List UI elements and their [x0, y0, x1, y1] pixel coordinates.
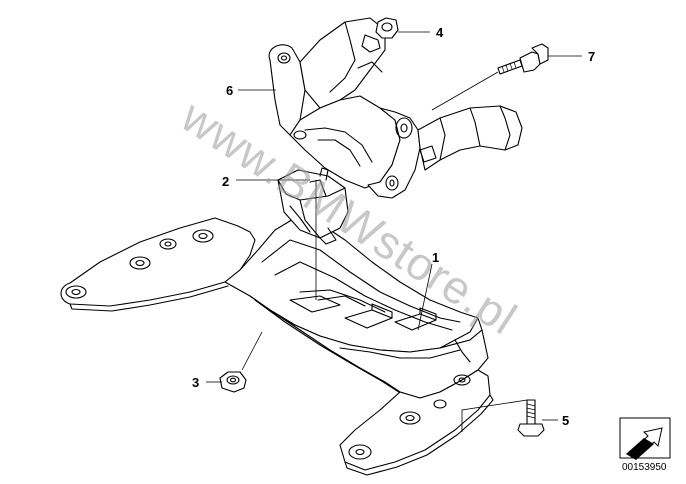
- callout-5: 5: [562, 413, 569, 428]
- catalog-number: 00153950: [622, 462, 667, 473]
- callout-2: 2: [222, 174, 229, 189]
- leader-3-diag: [241, 331, 263, 371]
- leader-7-diag: [431, 71, 499, 111]
- rubber-mount-part: [277, 167, 349, 245]
- leader-lines: [206, 31, 582, 432]
- leader-1: [417, 263, 433, 331]
- arrow-box-icon: [619, 417, 671, 460]
- crossmember-part: [60, 217, 494, 476]
- nut-3-part: [219, 371, 247, 393]
- bolt-5-part: [517, 399, 545, 437]
- callout-6: 6: [226, 83, 233, 98]
- callout-7: 7: [588, 49, 595, 64]
- bolt-7-part: [497, 43, 549, 75]
- callout-3: 3: [192, 375, 199, 390]
- callout-1: 1: [432, 250, 439, 265]
- bracket-part: [268, 17, 523, 199]
- nut-4-part: [375, 17, 399, 39]
- leader-5-bracket: [461, 399, 528, 432]
- callout-4: 4: [436, 25, 444, 40]
